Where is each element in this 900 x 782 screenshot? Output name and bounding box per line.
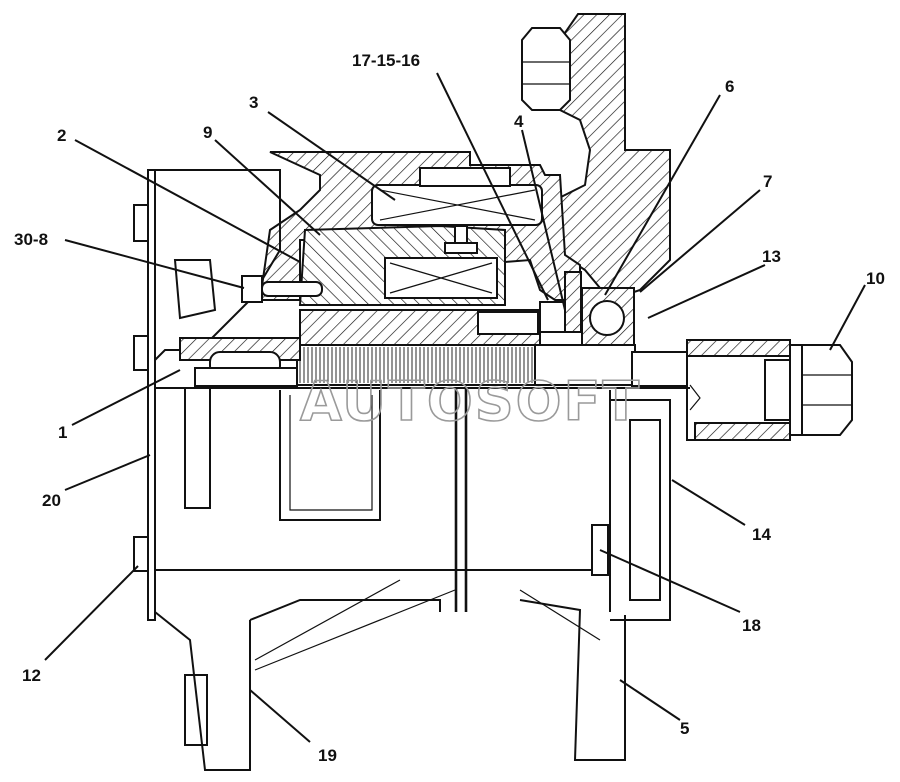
callout-4: 4 bbox=[514, 112, 524, 131]
leader-lines bbox=[44, 72, 866, 743]
callout-7: 7 bbox=[763, 172, 772, 191]
callout-10: 10 bbox=[866, 269, 885, 288]
mounting-bracket bbox=[521, 13, 671, 302]
rear-housing bbox=[133, 169, 323, 621]
callout-5: 5 bbox=[680, 719, 689, 738]
callout-6: 6 bbox=[725, 77, 734, 96]
callout-9: 9 bbox=[203, 123, 212, 142]
rotor-assembly bbox=[298, 224, 541, 346]
callout-13: 13 bbox=[762, 247, 781, 266]
callout-1: 1 bbox=[58, 423, 67, 442]
callout-18: 18 bbox=[742, 616, 761, 635]
callout-19: 19 bbox=[318, 746, 337, 765]
callout-20: 20 bbox=[42, 491, 61, 510]
front-bearing bbox=[539, 271, 635, 347]
callout-2: 2 bbox=[57, 126, 66, 145]
callout-3: 3 bbox=[249, 93, 258, 112]
output-shaft bbox=[534, 339, 853, 441]
callout-30-8: 30-8 bbox=[14, 230, 48, 249]
callout-14: 14 bbox=[752, 525, 771, 544]
callout-labels: 17-15-16 3 9 2 30-8 4 6 7 13 10 1 20 14 … bbox=[14, 51, 885, 765]
callout-17-15-16: 17-15-16 bbox=[352, 51, 420, 70]
watermark: AUTOSOFT bbox=[300, 370, 641, 433]
alternator-body-lower bbox=[154, 387, 690, 771]
callout-12: 12 bbox=[22, 666, 41, 685]
